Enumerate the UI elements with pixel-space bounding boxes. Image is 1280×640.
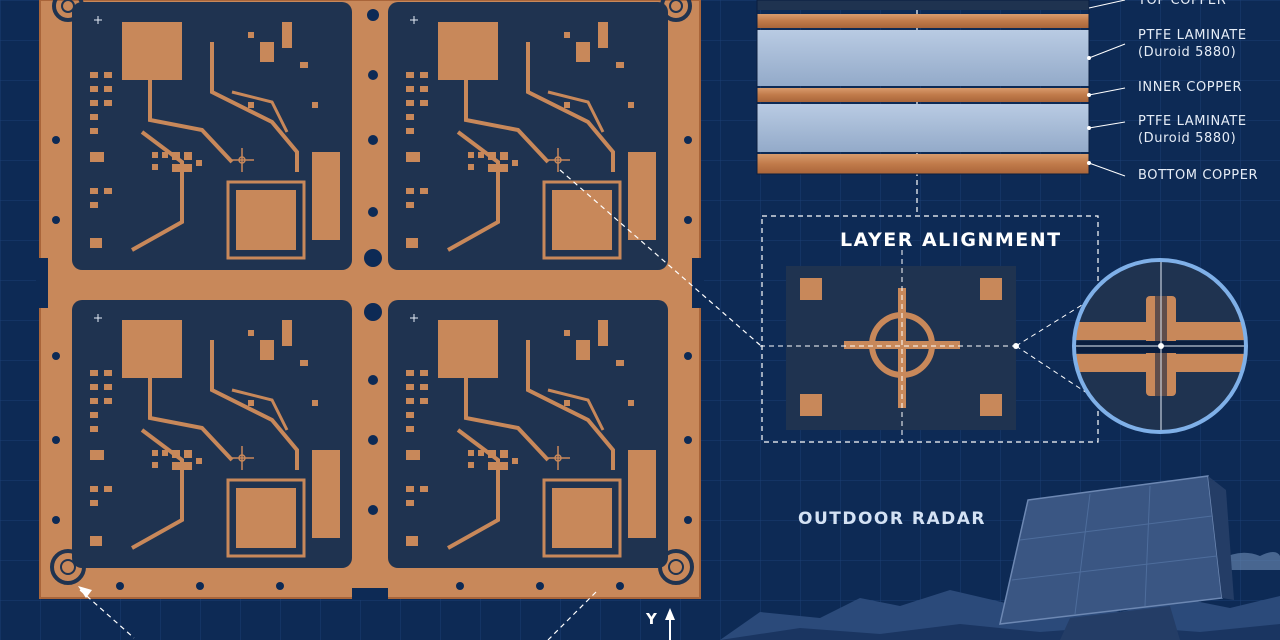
magnifier-detail	[1072, 258, 1248, 434]
label-bottom-copper: BOTTOM COPPER	[1138, 168, 1259, 183]
label-ptfe-laminate-1: PTFE LAMINATE	[1138, 28, 1247, 43]
y-axis-label: Y	[646, 610, 657, 628]
layer-alignment-title: LAYER ALIGNMENT	[840, 229, 1062, 251]
outdoor-radar-title: OUTDOOR RADAR	[798, 509, 986, 529]
alignment-section	[760, 215, 1099, 443]
radar-array	[999, 475, 1234, 640]
label-ptfe-laminate-2: PTFE LAMINATE	[1138, 114, 1247, 129]
label-top-copper: TOP COPPER	[1138, 0, 1227, 8]
stackup-section	[756, 0, 1126, 214]
pcb-panel	[36, 0, 704, 600]
label-ptfe-laminate-1-sub: (Duroid 5880)	[1138, 45, 1237, 60]
radar-scene	[720, 475, 1280, 640]
label-ptfe-laminate-2-sub: (Duroid 5880)	[1138, 131, 1237, 146]
label-inner-copper: INNER COPPER	[1138, 80, 1243, 95]
